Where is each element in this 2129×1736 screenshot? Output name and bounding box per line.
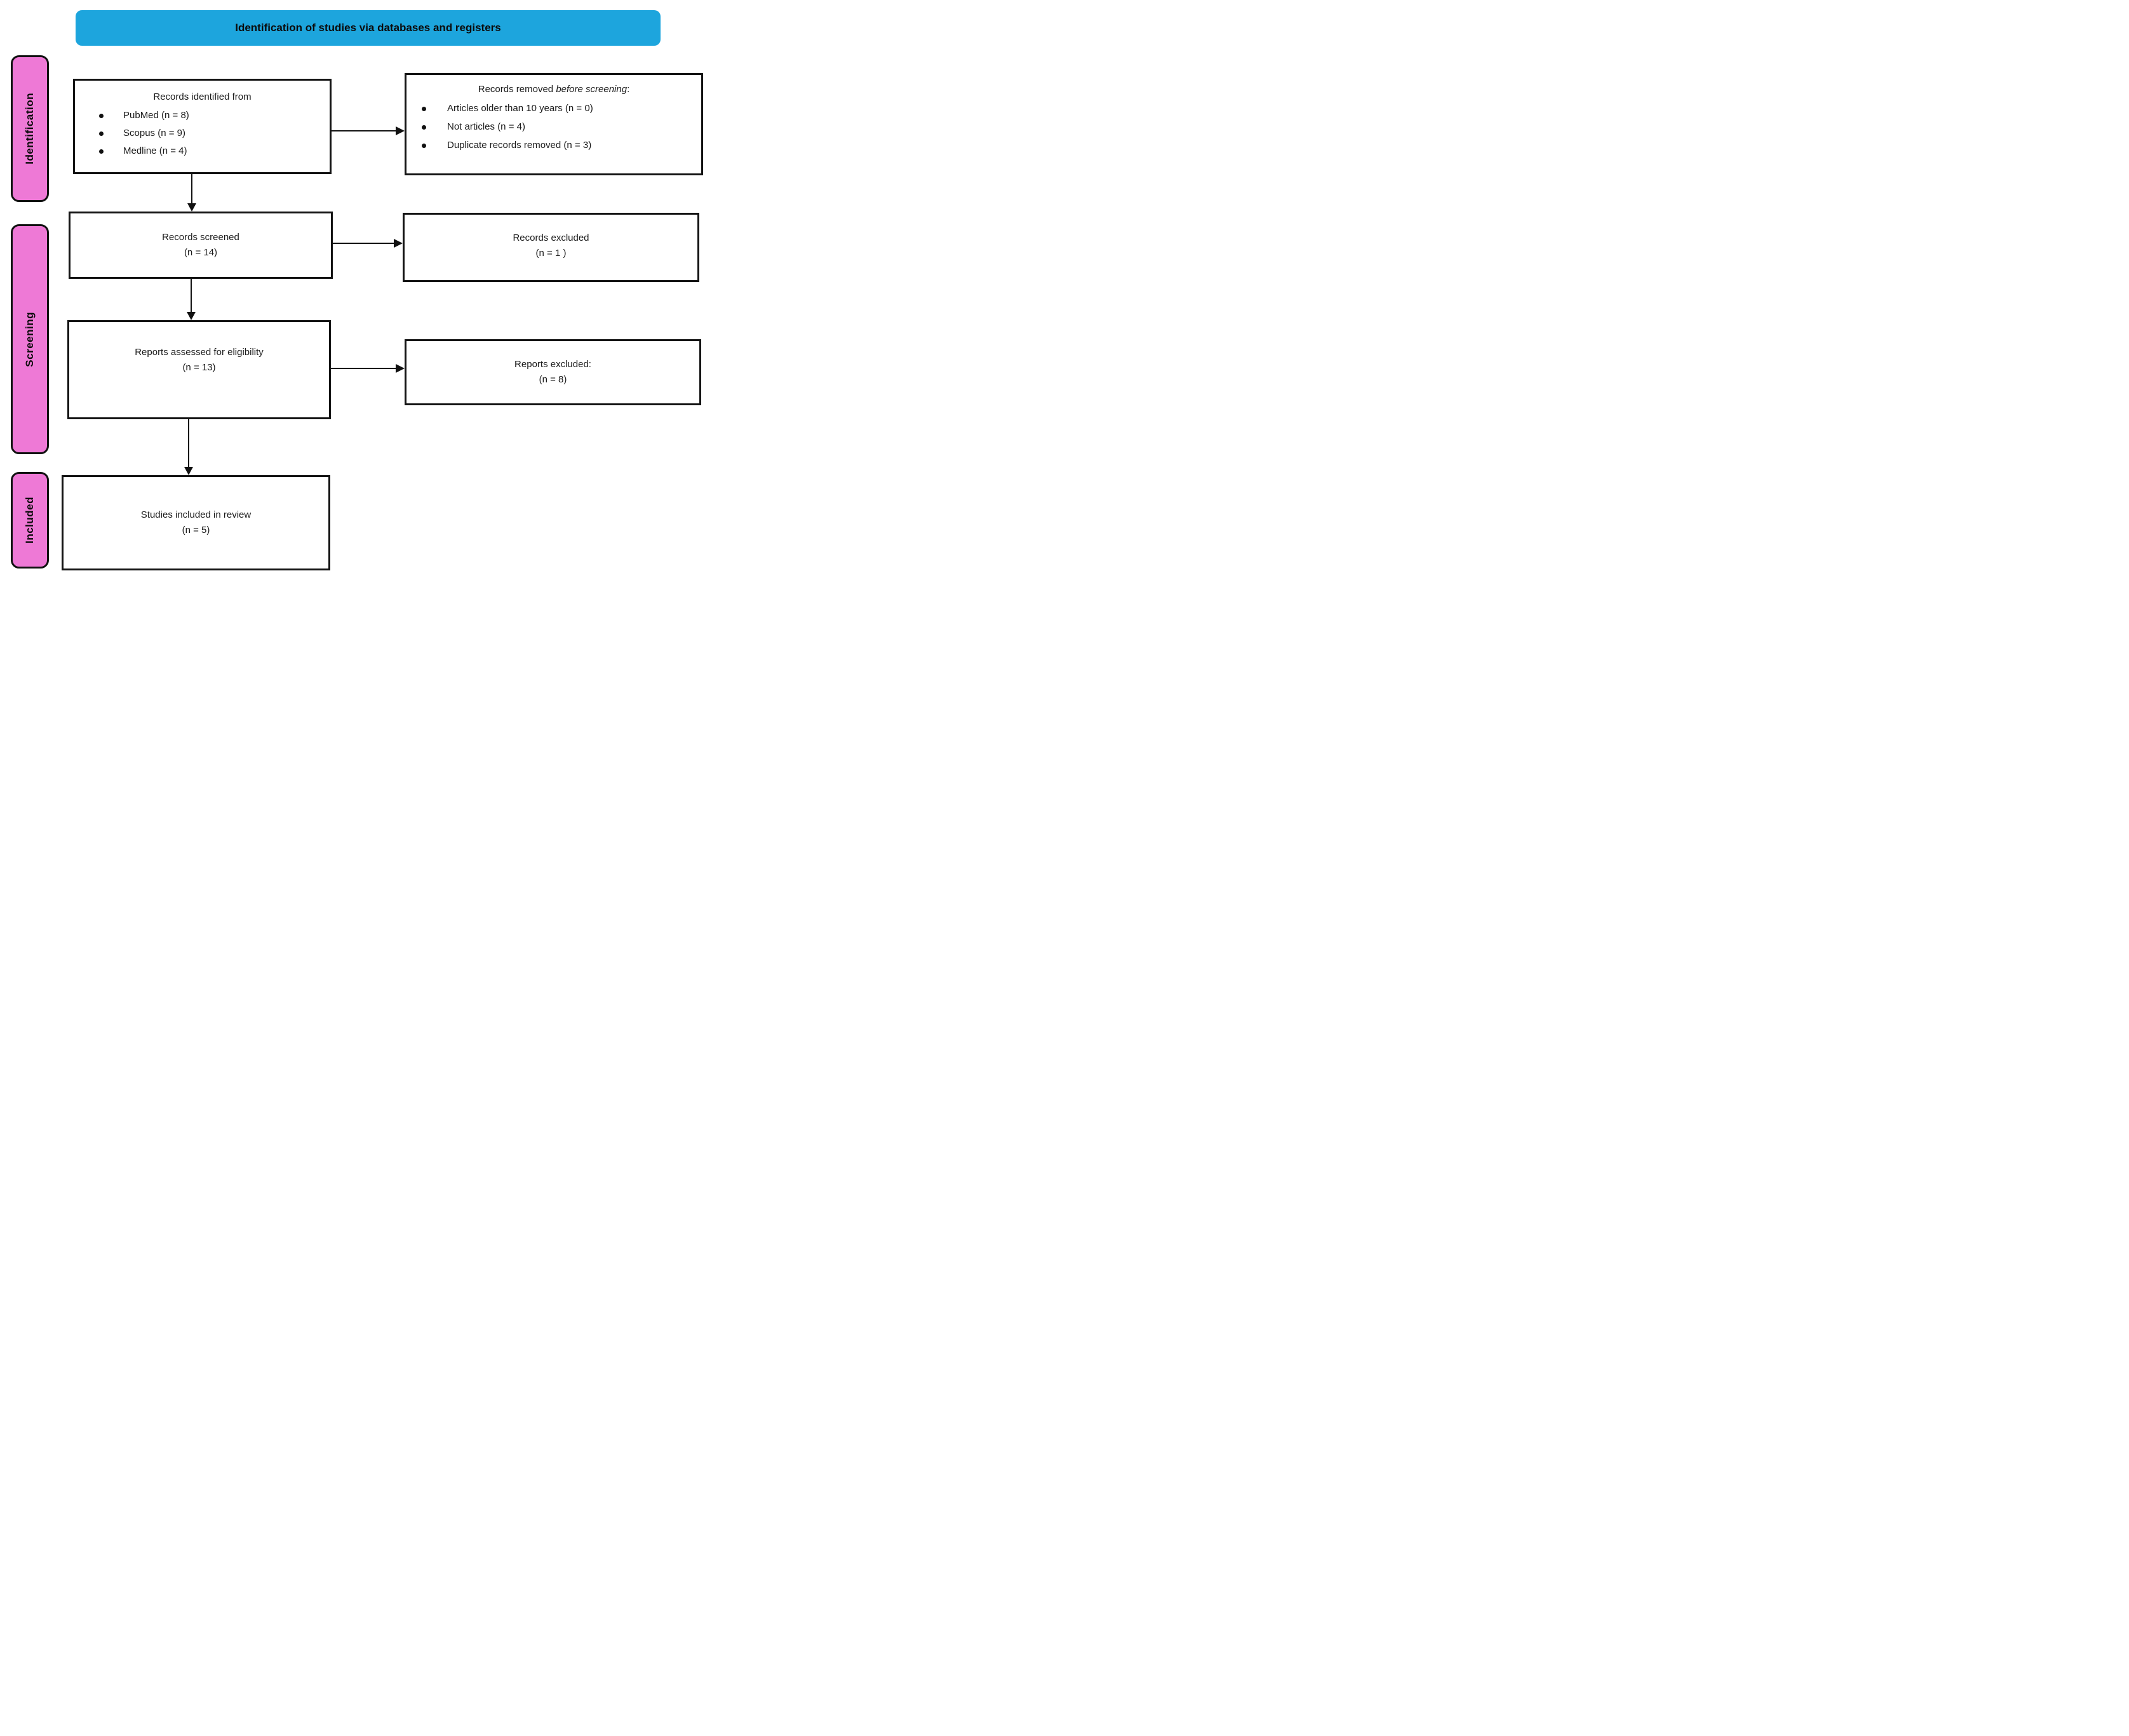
arrow-right-icon xyxy=(396,364,405,373)
title-suffix: : xyxy=(627,84,630,95)
box-records-removed: Records removed before screening: Articl… xyxy=(405,73,703,175)
title-prefix: Records removed xyxy=(478,84,556,95)
box-records-identified: Records identified from PubMed (n = 8) S… xyxy=(73,79,332,174)
box-records-excluded-line1: Records excluded xyxy=(513,232,589,243)
records-removed-list: Articles older than 10 years (n = 0) Not… xyxy=(406,99,701,154)
box-reports-assessed: Reports assessed for eligibility (n = 13… xyxy=(67,320,331,419)
records-identified-list: PubMed (n = 8) Scopus (n = 9) Medline (n… xyxy=(75,107,330,160)
arrow-line-screened-to-assessed xyxy=(191,279,192,312)
stage-label-included: Included xyxy=(11,472,49,569)
list-item: Scopus (n = 9) xyxy=(75,124,330,142)
arrow-line-identified-to-removed xyxy=(332,130,396,131)
list-item: Duplicate records removed (n = 3) xyxy=(406,136,701,154)
stage-label-screening: Screening xyxy=(11,224,49,454)
box-studies-included: Studies included in review (n = 5) xyxy=(62,475,330,570)
box-studies-included-count: (n = 5) xyxy=(182,525,210,535)
stage-label-included-text: Included xyxy=(24,497,36,544)
arrow-line-assessed-to-included xyxy=(188,419,189,467)
banner-title-text: Identification of studies via databases … xyxy=(235,22,501,34)
arrow-right-icon xyxy=(394,239,403,248)
arrow-down-icon xyxy=(184,467,193,475)
arrow-line-identified-to-screened xyxy=(191,174,192,203)
box-reports-excluded-count: (n = 8) xyxy=(539,374,567,385)
box-reports-excluded-line1: Reports excluded: xyxy=(514,359,591,370)
box-reports-assessed-count: (n = 13) xyxy=(182,362,216,373)
title-italic: before screening xyxy=(556,84,628,95)
stage-label-screening-text: Screening xyxy=(24,311,36,367)
stage-label-identification: Identification xyxy=(11,55,49,202)
box-studies-included-line1: Studies included in review xyxy=(140,509,252,520)
box-records-excluded: Records excluded (n = 1 ) xyxy=(403,213,699,282)
arrow-down-icon xyxy=(187,203,196,212)
box-records-identified-title: Records identified from xyxy=(153,91,252,102)
box-records-screened: Records screened (n = 14) xyxy=(69,212,333,279)
list-item: Not articles (n = 4) xyxy=(406,118,701,136)
box-reports-assessed-line1: Reports assessed for eligibility xyxy=(135,347,264,358)
arrow-right-icon xyxy=(396,126,405,135)
list-item: Medline (n = 4) xyxy=(75,142,330,160)
box-reports-excluded: Reports excluded: (n = 8) xyxy=(405,339,701,405)
box-records-screened-line1: Records screened xyxy=(162,232,239,243)
box-records-removed-title: Records removed before screening: xyxy=(406,84,701,95)
box-records-screened-count: (n = 14) xyxy=(184,247,218,258)
stage-label-identification-text: Identification xyxy=(24,93,36,165)
banner-title: Identification of studies via databases … xyxy=(76,10,661,46)
arrow-line-screened-to-excluded xyxy=(333,243,394,244)
box-records-excluded-count: (n = 1 ) xyxy=(535,247,567,259)
arrow-down-icon xyxy=(187,312,196,320)
arrow-line-assessed-to-excluded xyxy=(331,368,396,369)
prisma-flow-diagram: Identification of studies via databases … xyxy=(0,0,709,579)
list-item: Articles older than 10 years (n = 0) xyxy=(406,99,701,118)
list-item: PubMed (n = 8) xyxy=(75,107,330,124)
